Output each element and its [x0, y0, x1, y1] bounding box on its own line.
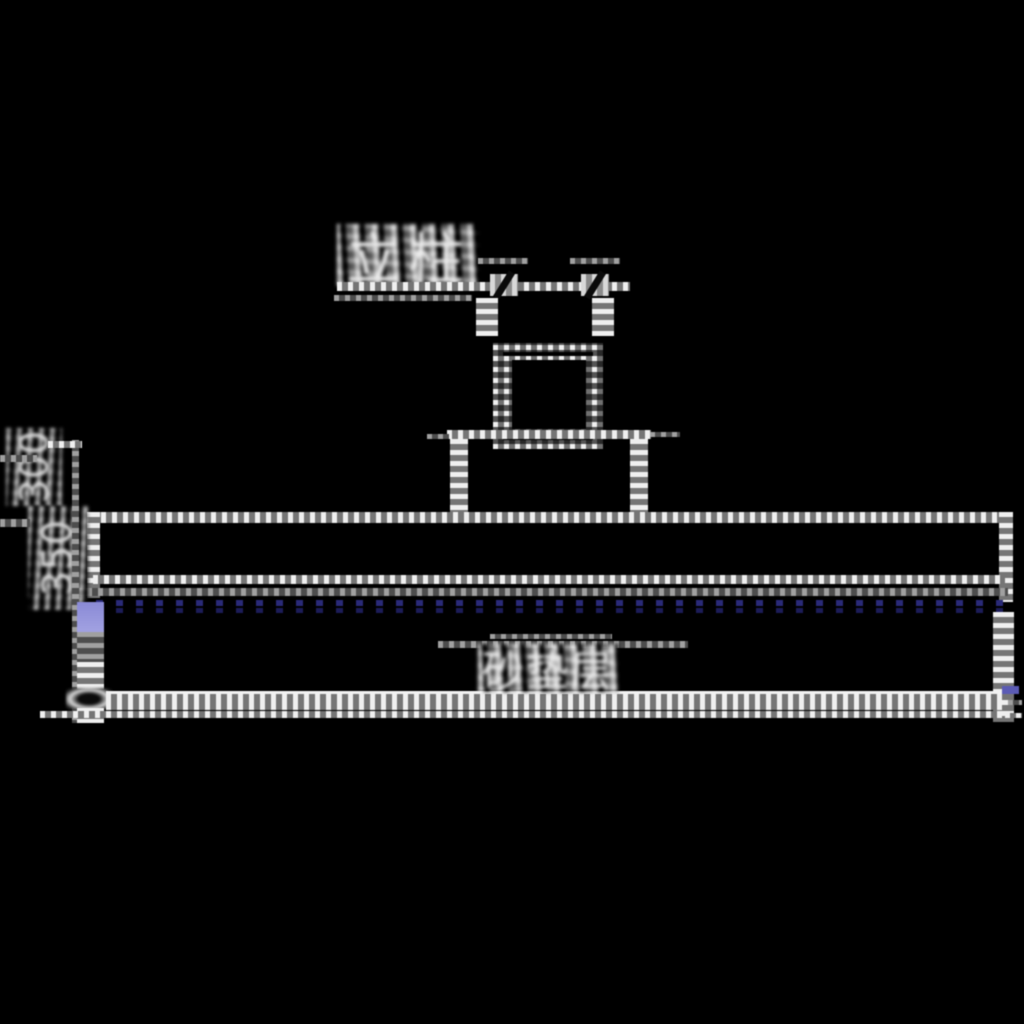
cushion-bottom-band [106, 691, 1002, 710]
left-dimension-line [72, 440, 79, 723]
left-dimension-lower-text: 350 [28, 506, 88, 610]
left-dimension-tick-top [48, 441, 82, 448]
right-endcap-blue-dash [1002, 686, 1019, 694]
slab-left-edge [87, 512, 100, 598]
left-margin-dash-lower [0, 519, 30, 527]
tick-slash-icon [584, 270, 606, 300]
right-endcap-speck-lower [1005, 713, 1022, 718]
column-section-hollow [512, 360, 586, 429]
slab-bottom-edge [93, 575, 1005, 584]
dimension-extension-line-right [592, 298, 614, 336]
column-inner-top-line [503, 352, 593, 356]
post-label-text: 立柱 [337, 224, 479, 286]
dimension-text-mark-right [570, 258, 620, 264]
rebar-dotted-line [96, 600, 1004, 606]
tick-slash-icon [493, 270, 515, 300]
post-label-underline-secondary [334, 295, 472, 301]
pedestal-top-extension-left [427, 434, 449, 439]
post-label-underline [337, 282, 630, 291]
dimension-oblique-tick-left [490, 270, 518, 300]
left-margin-dash-upper [0, 455, 37, 462]
cushion-label-overline-short [490, 634, 612, 639]
right-endcap-speck-upper [1008, 700, 1022, 705]
left-endcap-bright-bar [77, 662, 104, 690]
left-dimension-upper-text: 300 [6, 428, 62, 506]
left-endcap-periwinkle-bar [77, 602, 104, 632]
dimension-oblique-tick-right [581, 270, 609, 300]
pedestal-top-edge [447, 430, 651, 439]
slab-top-edge [90, 512, 1012, 523]
cushion-label-text: 砂垫层 [478, 644, 618, 692]
rebar-dotted-line-secondary [96, 608, 1004, 613]
dimension-extension-line-left [476, 298, 498, 336]
cushion-baseline [40, 711, 1002, 718]
left-endcap-gray-bar [77, 632, 104, 662]
pedestal-right-wall [630, 439, 648, 516]
slab-underside-line [76, 588, 1008, 596]
pedestal-top-extension-right [650, 432, 680, 437]
left-endcap-joint-blob [66, 688, 112, 710]
pedestal-left-wall [450, 439, 468, 516]
dimension-text-mark-left [478, 258, 528, 264]
